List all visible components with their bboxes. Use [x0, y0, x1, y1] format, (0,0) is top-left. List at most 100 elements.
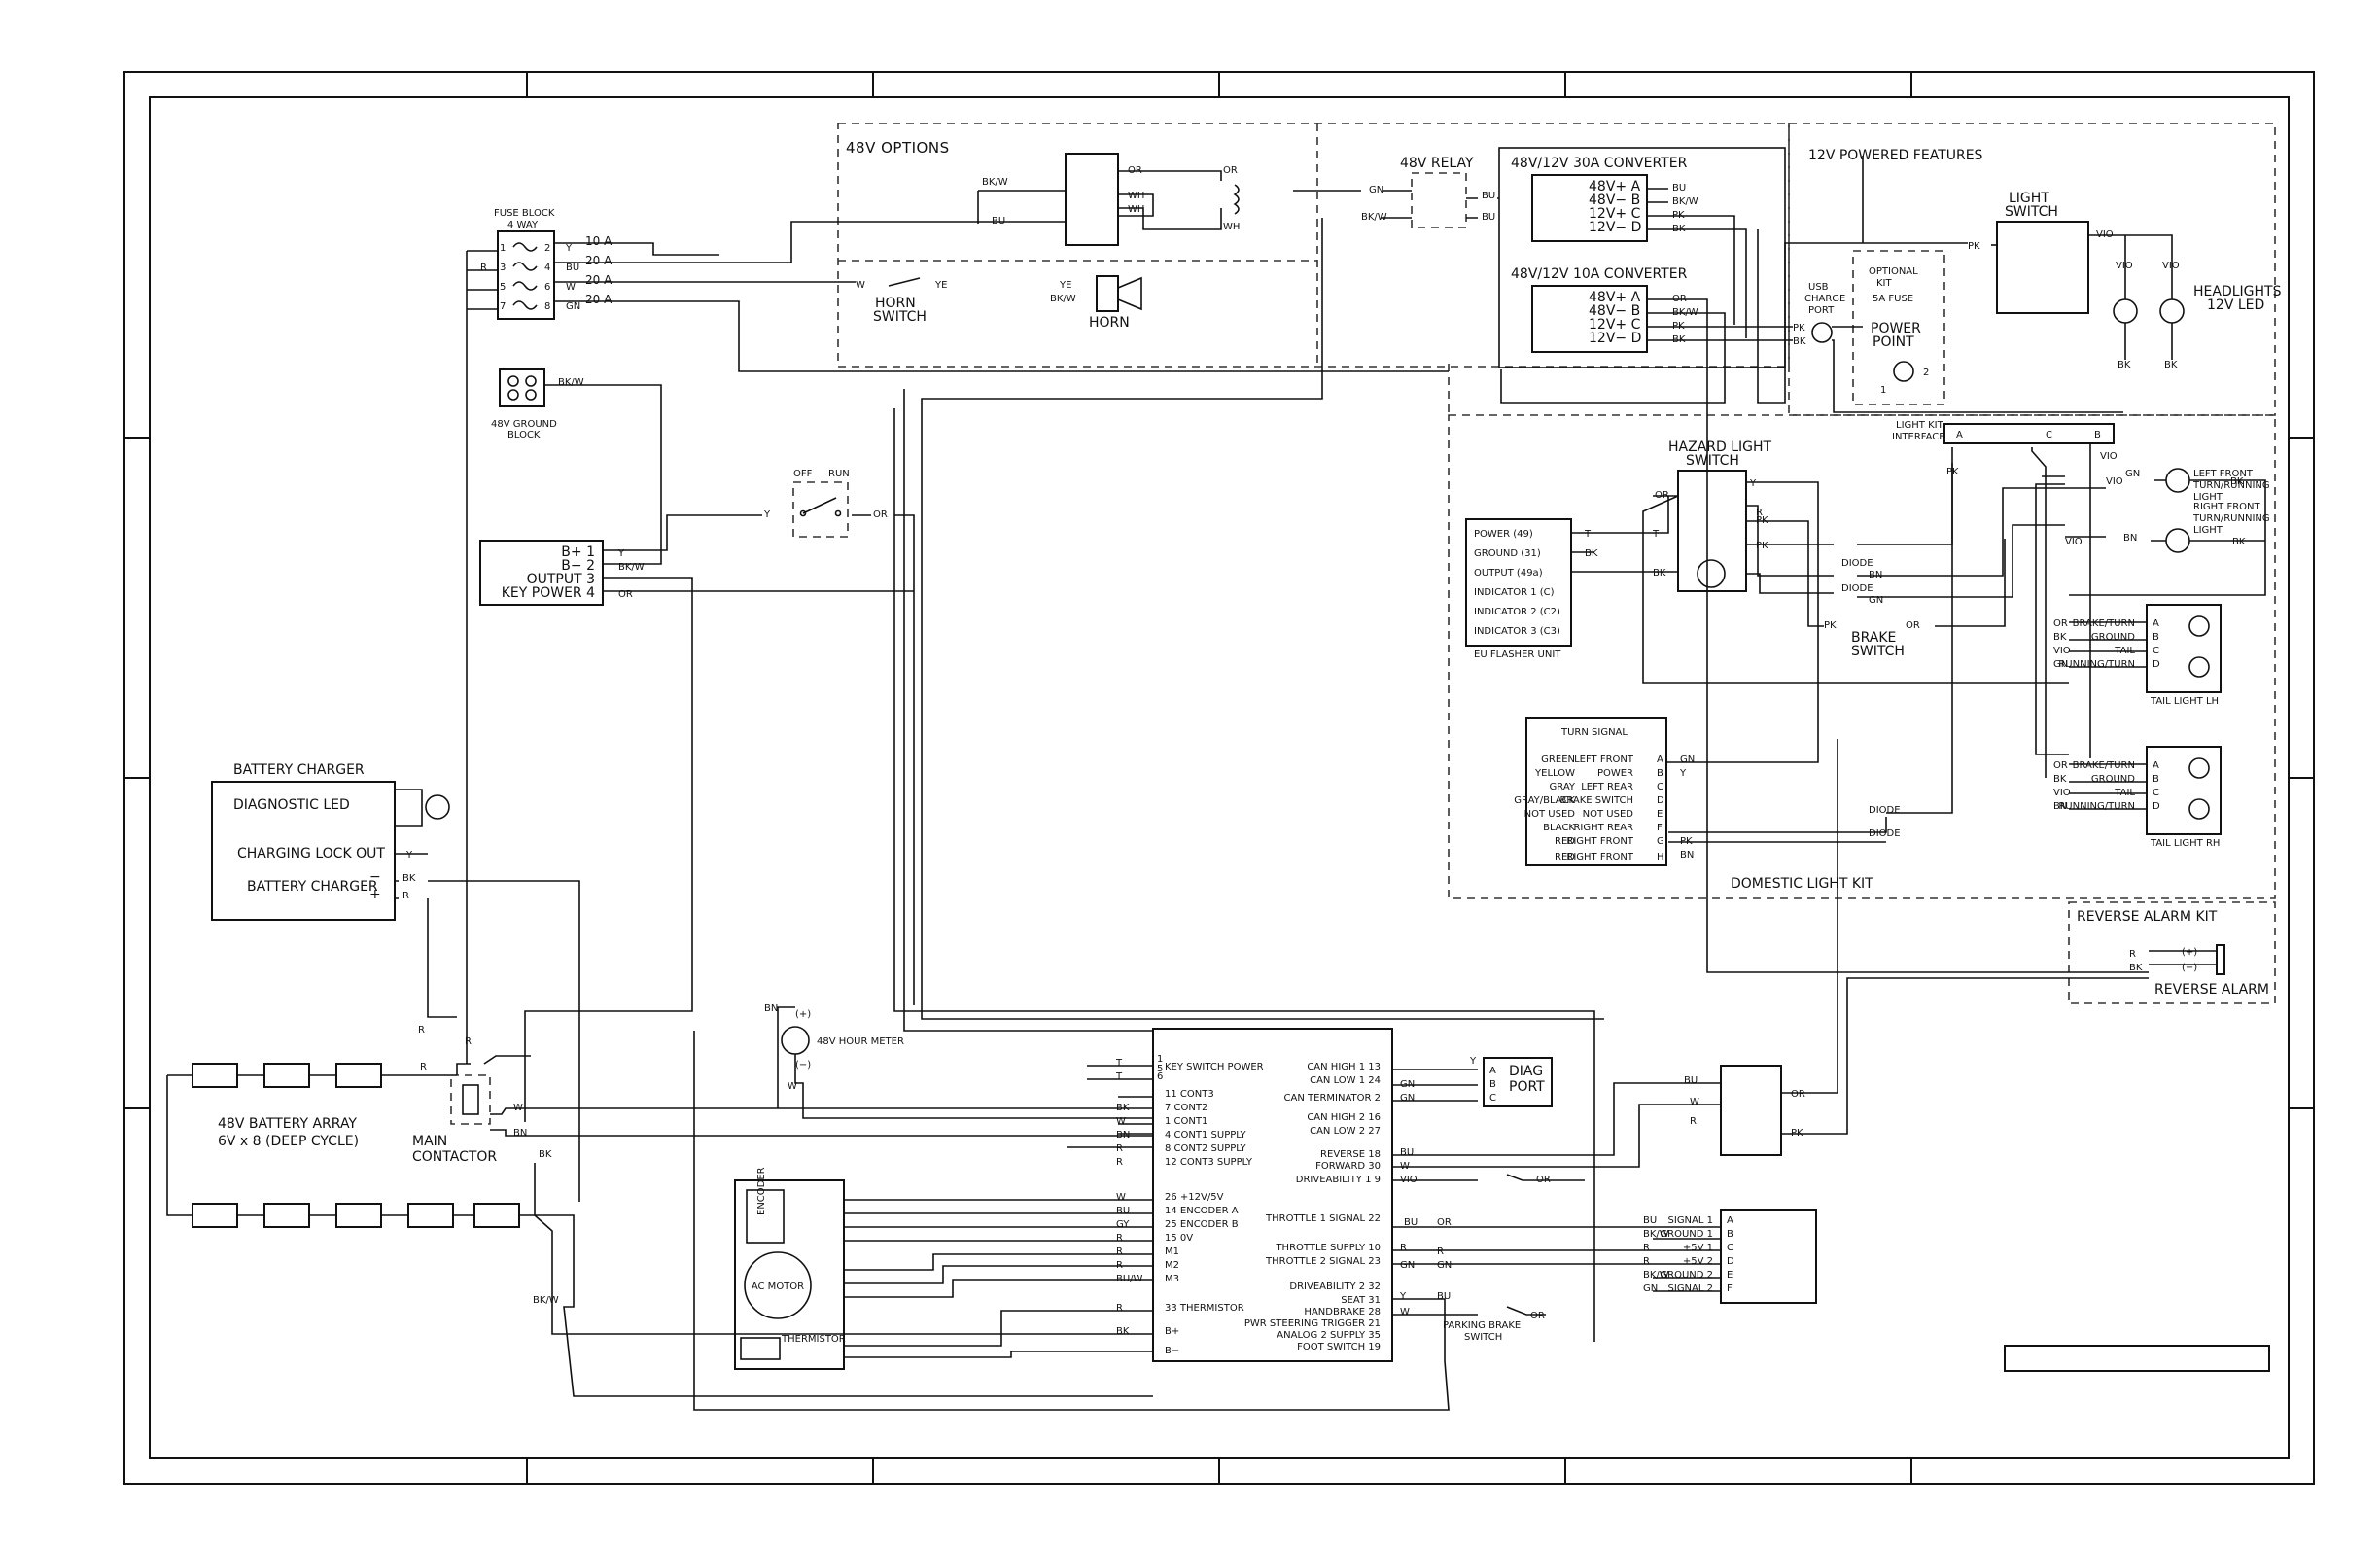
right-front-wire-vio: VIO [2065, 537, 2082, 547]
diode-label-4: DIODE [1869, 828, 1901, 839]
connector-pin-output: OUTPUT 3 [527, 572, 595, 587]
relay-title: 48V RELAY [1400, 156, 1474, 171]
parking-brake-title2: SWITCH [1464, 1332, 1502, 1343]
flasher-wire-t1: T [1584, 529, 1592, 540]
light-switch-title: LIGHT [2009, 191, 2049, 206]
tail-rh-title: TAIL LIGHT RH [2150, 838, 2220, 849]
conv30-pin-d: 12V− D [1589, 220, 1641, 235]
key-switch-run-label: RUN [828, 469, 850, 479]
mc-left-wire-7: W [1116, 1192, 1126, 1203]
mc-right-wire-2: GN [1400, 1093, 1415, 1104]
tail-lh-rows-wire-1: BK [2053, 632, 2067, 643]
brake-wire-pk: PK [1824, 620, 1837, 631]
fuse-block: FUSE BLOCK 4 WAY 1 3 5 7 2 4 6 8 R Y 10 … [480, 208, 612, 320]
section-label-domestic-light-kit: DOMESTIC LIGHT KIT [1731, 876, 1873, 892]
section-label-48v-options: 48V OPTIONS [846, 139, 950, 157]
ac-motor-icon [744, 1251, 812, 1319]
interface-title: LIGHT KIT [1896, 420, 1944, 431]
mc-right-pin-16: FOOT SWITCH 19 [1297, 1342, 1381, 1352]
mc-right-pin-5: REVERSE 18 [1320, 1149, 1381, 1160]
brake-wire-or: OR [1906, 620, 1920, 631]
contactor-wire-bn: BN [513, 1128, 527, 1139]
hazard-title: HAZARD LIGHT [1668, 439, 1772, 455]
tail-lh-rows-row-1: GROUND [2091, 632, 2135, 643]
fnr-switch: BU W R OR PK [1684, 1065, 1805, 1156]
charger-battery: BATTERY CHARGER [247, 879, 378, 895]
relay-wire-bkw: BK/W [1361, 212, 1387, 223]
mc-left-pin-5: 8 CONT2 SUPPLY [1165, 1143, 1246, 1154]
tail-rh-rows-wire-0: OR [2053, 760, 2068, 771]
headlight-left-icon [2113, 298, 2138, 324]
conv10-pin-c: 12V+ C [1589, 317, 1641, 333]
ground-block-wire: BK/W [558, 377, 584, 388]
converter-30a-title: 48V/12V 30A CONVERTER [1511, 156, 1688, 171]
tail-rh-rows-row-1: GROUND [2091, 774, 2135, 785]
tail-lh-rows-wire-2: VIO [2053, 646, 2071, 656]
hazard-lamp-icon [1697, 559, 1726, 588]
right-front-wire-bn: BN [2123, 533, 2137, 544]
opt-wire-or2: OR [1223, 165, 1238, 176]
connector-wire-4: OR [618, 589, 633, 600]
mc-left-pin-1: 11 CONT3 [1165, 1089, 1214, 1100]
battery-array-subtitle: 6V x 8 (DEEP CYCLE) [218, 1134, 359, 1149]
mc-right-wire-15: BU [1437, 1291, 1451, 1302]
kit-regions: 48V OPTIONS 12V POWERED FEATURES DOMESTI… [837, 123, 2276, 1004]
headlight-wire-vio1: VIO [2116, 261, 2133, 271]
horn-wire-ye2: YE [1059, 280, 1071, 291]
diode-label-2: DIODE [1841, 583, 1873, 594]
tail-rh-rows-pin-2: C [2152, 788, 2159, 798]
brake-switch: BRAKE SWITCH BN GN PK OR DIODE DIODE [1824, 558, 1920, 659]
conv30-wire-bu: BU [1672, 183, 1686, 193]
mc-right-pin-15: ANALOG 2 SUPPLY 35 [1277, 1330, 1381, 1341]
usb-title: USB [1808, 282, 1829, 293]
fuse-out-wire-2: BU [566, 263, 579, 273]
tail-lh-lamp2-icon [2188, 656, 2210, 678]
throttle-pin-5: F [1727, 1283, 1732, 1294]
fuse-pin-7: 7 [500, 301, 506, 312]
light-switch-wire-pk: PK [1968, 241, 1980, 252]
converter-10a-title: 48V/12V 10A CONVERTER [1511, 266, 1688, 282]
ac-motor: ENCODER AC MOTOR THERMISTOR [734, 1167, 846, 1370]
brake-switch-title: BRAKE [1851, 630, 1896, 646]
turn-signal-function-2: LEFT REAR [1581, 782, 1633, 792]
charger-minus: − [369, 869, 381, 885]
tail-rh-rows-pin-0: A [2152, 760, 2159, 771]
reverse-alarm-icon [2216, 944, 2225, 975]
usb-port-icon [1811, 322, 1833, 343]
turn-signal-function-1: POWER [1597, 768, 1633, 779]
usb-charge-port: USB CHARGE PORT PK BK [1793, 282, 1845, 347]
right-front-title3: LIGHT [2193, 525, 2223, 536]
diag-port: DIAG PORT A B C [1483, 1057, 1553, 1107]
battery-charger-title: BATTERY CHARGER [233, 762, 365, 778]
left-front-title2: TURN/RUNNING [2192, 480, 2270, 491]
power-point-fuse: 5A FUSE [1872, 294, 1913, 304]
interface-pin-a: A [1956, 430, 1963, 440]
fuse-pin-3: 3 [500, 263, 506, 273]
reverse-alarm-wire-bk: BK [2129, 963, 2143, 973]
throttle-row-0: SIGNAL 1 [1668, 1215, 1713, 1226]
reverse-alarm-minus: (−) [2182, 963, 2197, 973]
light-switch: LIGHT SWITCH PK VIO [1968, 191, 2114, 314]
mc-left-wire-10: R [1116, 1233, 1123, 1244]
turn-signal-wire-7: BN [1680, 850, 1694, 860]
throttle-wire-5: GN [1643, 1283, 1658, 1294]
fnr-wire-w: W [1690, 1097, 1699, 1107]
hour-meter-plus: (+) [795, 1009, 811, 1020]
fuse-pin-4: 4 [544, 263, 550, 273]
power-connector: B+ 1 B− 2 OUTPUT 3 KEY POWER 4 Y BK/W OR [479, 540, 645, 606]
parking-brake-switch: PARKING BRAKE SWITCH OR [1443, 1311, 1545, 1343]
key-switch-off-label: OFF [793, 469, 813, 479]
turn-signal-color-4: NOT USED [1524, 809, 1576, 820]
key-switch: OFF RUN Y OR [763, 469, 888, 538]
mc-right-pin-4: CAN LOW 2 27 [1310, 1126, 1381, 1137]
throttle-wire-1: BK/W [1643, 1229, 1669, 1240]
conv30-pin-b: 48V− B [1589, 193, 1640, 208]
turn-signal-color-3: GRAY/BLACK [1514, 795, 1575, 806]
fuse-pin-2: 2 [544, 243, 550, 254]
mc-right-wire-7: R [1400, 1243, 1407, 1253]
battery-charger: BATTERY CHARGER DIAGNOSTIC LED CHARGING … [211, 762, 450, 921]
headlight-wire-bk1: BK [2118, 360, 2131, 370]
mc-left-wire-8: BU [1116, 1206, 1130, 1216]
turn-signal-function-0: LEFT FRONT [1574, 754, 1634, 765]
mc-left-pin-0: KEY SWITCH POWER [1165, 1062, 1264, 1072]
